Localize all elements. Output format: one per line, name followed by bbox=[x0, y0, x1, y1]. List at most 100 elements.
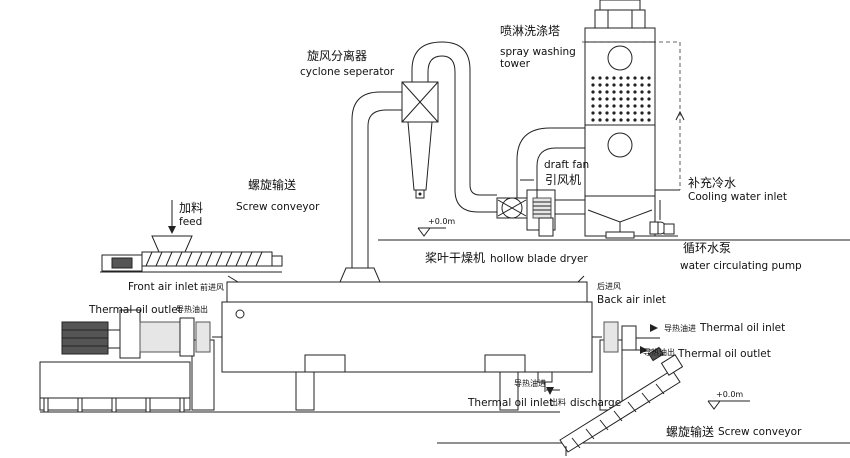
front-air-label-en: Front air inlet bbox=[128, 281, 198, 293]
packing-dot bbox=[633, 83, 637, 87]
packing-dot bbox=[619, 118, 623, 122]
packing-dot bbox=[612, 104, 616, 108]
level-label-right: +0.0m bbox=[716, 390, 743, 399]
packing-dot bbox=[647, 97, 651, 101]
cyclone-separator bbox=[401, 41, 497, 213]
dryer-label-zh: 桨叶干燥机 bbox=[425, 251, 485, 265]
packing-dot bbox=[598, 97, 602, 101]
oil-inlet-bottom-label-en: Thermal oil inlet bbox=[467, 397, 553, 409]
packing-dot bbox=[633, 104, 637, 108]
oil-outlet-right-label-en: Thermal oil outlet bbox=[677, 348, 771, 360]
packing-dot bbox=[619, 76, 623, 80]
feed-label-en: feed bbox=[179, 216, 202, 228]
oil-inlet-right-label-zh: 导热油进 bbox=[664, 323, 696, 333]
oil-arrows bbox=[546, 324, 658, 395]
level-label-top: +0.0m bbox=[428, 217, 455, 226]
right-end-rotary-joint bbox=[621, 325, 660, 354]
packing-dot bbox=[619, 111, 623, 115]
packing-dot bbox=[605, 76, 609, 80]
packing-dot bbox=[647, 104, 651, 108]
oil-inlet-right-label-en: Thermal oil inlet bbox=[699, 322, 785, 334]
tower-label-en-2: tower bbox=[500, 58, 531, 70]
packing-dot bbox=[647, 83, 651, 87]
bottom-screw-label-zh: 螺旋输送 bbox=[666, 424, 714, 439]
cooling-water-label-zh: 补充冷水 bbox=[688, 175, 736, 190]
back-air-label-zh: 后进风 bbox=[597, 281, 621, 291]
packing-dot bbox=[591, 83, 595, 87]
packing-dot bbox=[612, 97, 616, 101]
drive-motor bbox=[39, 309, 195, 411]
packing-dot bbox=[626, 104, 630, 108]
packing-dot bbox=[640, 104, 644, 108]
discharge-label-zh: 出料 bbox=[550, 397, 566, 407]
top-screw-label-zh: 螺旋输送 bbox=[248, 177, 296, 192]
draft-fan-label-zh: 引风机 bbox=[545, 173, 581, 187]
discharge-label-en: discharge bbox=[570, 397, 621, 409]
packing-dot bbox=[626, 83, 630, 87]
packing-dot bbox=[605, 90, 609, 94]
front-air-label-zh: 前进风 bbox=[200, 282, 224, 292]
packing-dot bbox=[598, 83, 602, 87]
packing-dot bbox=[605, 83, 609, 87]
hollow-blade-dryer bbox=[212, 281, 602, 392]
packing-dot bbox=[612, 83, 616, 87]
packing-dot bbox=[605, 97, 609, 101]
packing-dot bbox=[612, 76, 616, 80]
packing-dot bbox=[591, 97, 595, 101]
packing-dot bbox=[640, 111, 644, 115]
cyclone-label-en: cyclone seperator bbox=[300, 66, 395, 78]
pump-label-zh: 循环水泵 bbox=[683, 241, 731, 255]
dryer-label-en: hollow blade dryer bbox=[490, 253, 588, 265]
cyclone-label-zh: 旋风分离器 bbox=[307, 48, 367, 63]
packing-dot bbox=[626, 76, 630, 80]
packing-dot bbox=[633, 76, 637, 80]
feed-arrow bbox=[168, 200, 176, 234]
packing-dot bbox=[598, 90, 602, 94]
packing-dot bbox=[605, 118, 609, 122]
level-marker-right bbox=[707, 400, 750, 410]
packing-dot bbox=[598, 104, 602, 108]
packing-dot bbox=[619, 83, 623, 87]
feed-label-zh: 加料 bbox=[179, 201, 203, 215]
packing-dot bbox=[612, 111, 616, 115]
packing-dot bbox=[647, 111, 651, 115]
packing-dot bbox=[647, 118, 651, 122]
packing-dot bbox=[647, 90, 651, 94]
packing-dot bbox=[619, 104, 623, 108]
packing-dot bbox=[640, 76, 644, 80]
cooling-water-label-en: Cooling water inlet bbox=[688, 191, 787, 203]
oil-outlet-left-label-en: Thermal oil outlet bbox=[88, 304, 182, 316]
base-frame-legs bbox=[43, 397, 185, 413]
packing-dot bbox=[640, 118, 644, 122]
packing-dot bbox=[591, 118, 595, 122]
packing-dot bbox=[626, 90, 630, 94]
tower-label-en-1: spray washing bbox=[500, 46, 576, 58]
packing-dot bbox=[598, 118, 602, 122]
oil-outlet-left-label-zh: 导热油出 bbox=[176, 304, 208, 314]
level-marker-top bbox=[417, 227, 446, 237]
packing-dot bbox=[591, 76, 595, 80]
packing-dot bbox=[626, 118, 630, 122]
packing-dot bbox=[633, 97, 637, 101]
packing-dot bbox=[612, 90, 616, 94]
top-screw-label-en: Screw conveyor bbox=[236, 201, 320, 213]
oil-inlet-bottom-label-zh: 导热油进 bbox=[514, 378, 546, 388]
packing-dot bbox=[598, 111, 602, 115]
packing-dot bbox=[591, 104, 595, 108]
packing-dot bbox=[619, 90, 623, 94]
packing-dot bbox=[626, 111, 630, 115]
cooling-water-line bbox=[655, 42, 685, 191]
packing-dot bbox=[605, 104, 609, 108]
bottom-screw-label-en: Screw conveyor bbox=[718, 426, 802, 438]
packing-dot bbox=[633, 90, 637, 94]
packing-dot bbox=[647, 76, 651, 80]
dryer-to-cyclone-duct bbox=[339, 91, 402, 283]
fan-to-tower-duct bbox=[516, 127, 585, 198]
water-circulating-pump bbox=[645, 200, 678, 237]
packing-dot bbox=[640, 90, 644, 94]
packing-dot bbox=[640, 83, 644, 87]
air-inlet-arrows bbox=[227, 275, 585, 283]
packing-dot bbox=[626, 97, 630, 101]
packing-dot bbox=[598, 76, 602, 80]
